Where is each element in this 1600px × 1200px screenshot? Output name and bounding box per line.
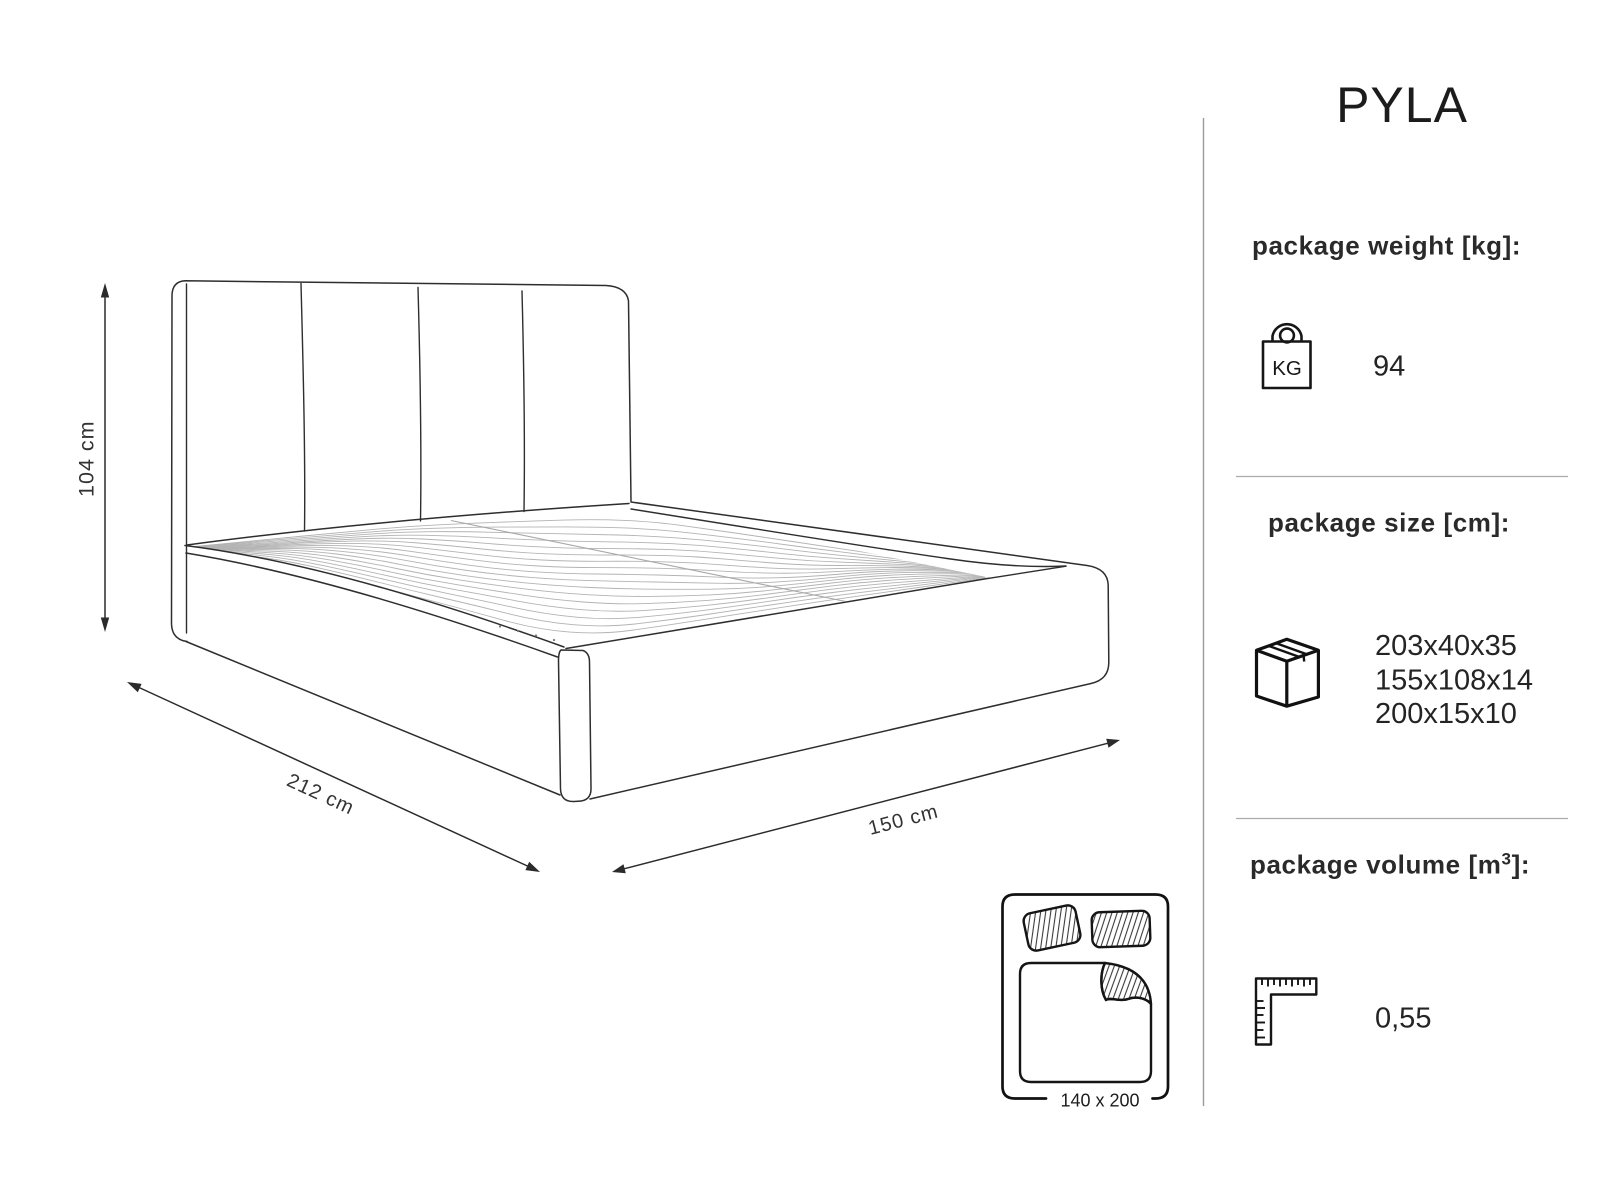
svg-text:155x108x14: 155x108x14 (1375, 665, 1533, 697)
svg-text:package size [cm]:: package size [cm]: (1268, 508, 1510, 538)
svg-text:94: 94 (1373, 351, 1405, 383)
svg-text:0,55: 0,55 (1375, 1003, 1431, 1035)
svg-text:150 cm: 150 cm (866, 801, 941, 840)
svg-text:104 cm: 104 cm (74, 420, 98, 497)
svg-text:package weight [kg]:: package weight [kg]: (1252, 231, 1521, 261)
svg-text:KG: KG (1272, 357, 1302, 380)
svg-text:212 cm: 212 cm (283, 770, 357, 820)
svg-text:200x15x10: 200x15x10 (1375, 698, 1517, 730)
svg-text:package volume [m3]:: package volume [m3]: (1250, 850, 1530, 880)
svg-text:PYLA: PYLA (1336, 77, 1468, 133)
svg-text:203x40x35: 203x40x35 (1375, 630, 1517, 662)
svg-text:140 x 200: 140 x 200 (1060, 1091, 1139, 1111)
